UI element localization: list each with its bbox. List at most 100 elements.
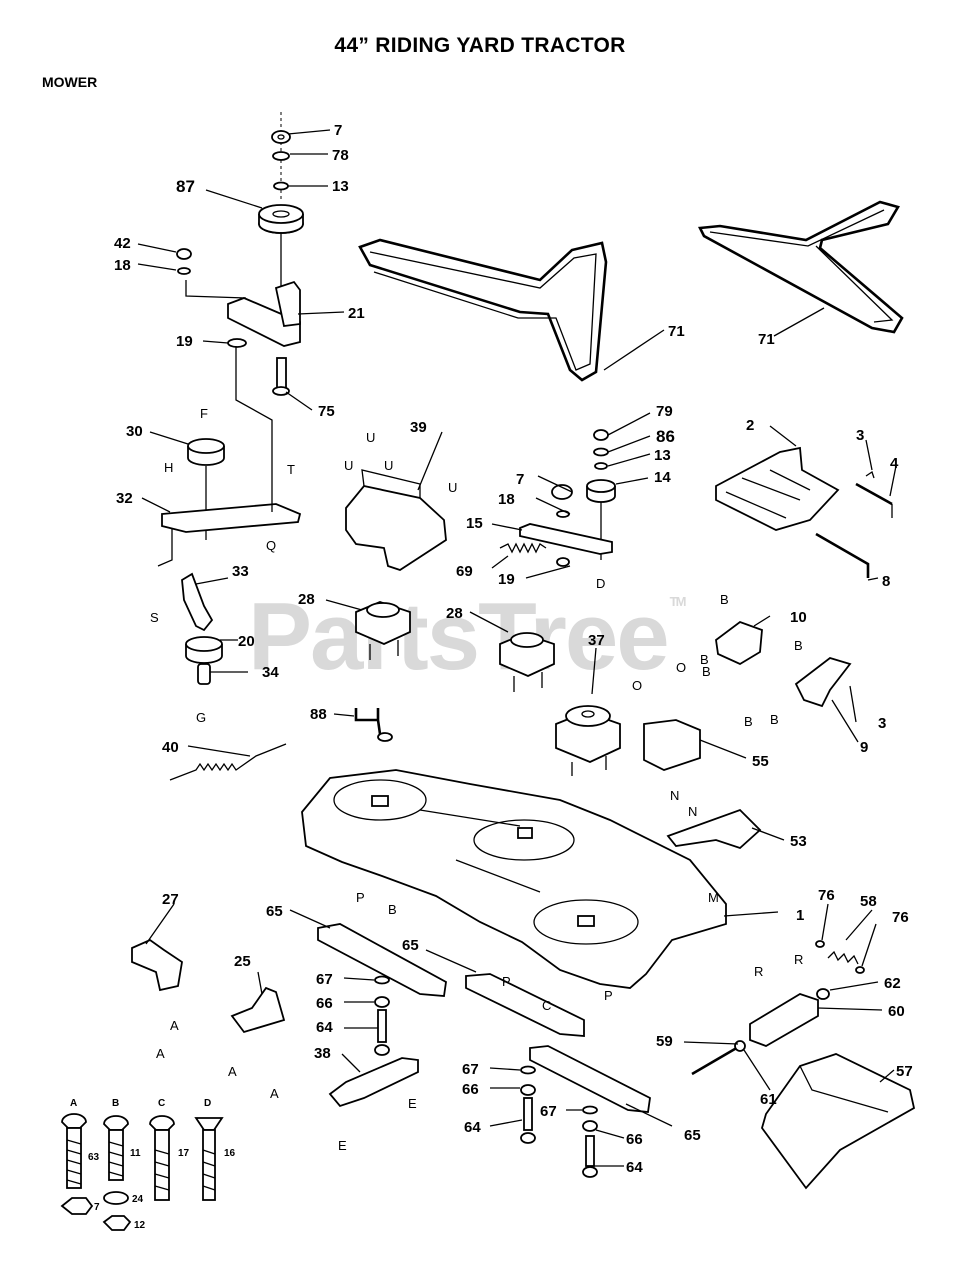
callout-64-center: 64 [464, 1119, 481, 1136]
part-67-washer-drawing [374, 975, 390, 985]
part-25-bracket-drawing [230, 986, 286, 1034]
callout-3-lower: 3 [878, 715, 886, 732]
callout-10: 10 [790, 609, 807, 626]
callout-8: 8 [882, 573, 890, 590]
callout-33: 33 [232, 563, 249, 580]
page-title: 44” RIDING YARD TRACTOR [334, 34, 626, 57]
callout-9: 9 [860, 739, 868, 756]
part-75-bolt-drawing [272, 357, 290, 396]
callout-39: 39 [410, 419, 427, 436]
watermark-trademark: TM [669, 594, 687, 609]
part-19-spacer-drawing [227, 338, 247, 348]
ref-letter-o-2: O [676, 660, 686, 675]
part-38-bracket-drawing [328, 1057, 419, 1108]
ref-letter-r-1: R [754, 964, 763, 979]
callout-53: 53 [790, 833, 807, 850]
part-39-belt-cover-drawing [345, 485, 447, 571]
part-66c-washer-drawing [582, 1120, 598, 1132]
ref-letter-p-3: P [604, 988, 613, 1003]
callout-15: 15 [466, 515, 483, 532]
part-64-bolt-drawing [374, 1009, 390, 1056]
callout-7-right: 7 [516, 471, 524, 488]
ref-letter-b-6: B [702, 664, 711, 679]
part-57-chute-deflector-drawing [761, 1053, 916, 1190]
ref-letter-a-3: A [228, 1064, 237, 1079]
hardware-ref-12: 12 [134, 1220, 146, 1231]
ref-letter-b-4: B [744, 714, 753, 729]
ref-letter-u-2: U [366, 430, 375, 445]
ref-letter-g: G [196, 710, 206, 725]
part-13b-washer-drawing [594, 462, 608, 470]
callout-19: 19 [176, 333, 193, 350]
hardware-key-a-drawing [61, 1113, 87, 1189]
part-71-second-belt-drawing [697, 200, 904, 334]
callout-21: 21 [348, 305, 365, 322]
part-79-nut-drawing [593, 429, 609, 441]
ref-letter-b-3: B [794, 638, 803, 653]
ref-letter-r-2: R [794, 952, 803, 967]
reference-letters: F H T Q S G U U U U D B B B B B B O O N … [150, 406, 803, 1153]
callout-69: 69 [456, 563, 473, 580]
callout-66: 66 [316, 995, 333, 1012]
callout-55: 55 [752, 753, 769, 770]
ref-letter-p-2: P [502, 974, 511, 989]
hardware-key-c: C [158, 1098, 165, 1109]
ref-letter-f: F [200, 406, 208, 421]
callout-65-center: 65 [402, 937, 419, 954]
callout-57: 57 [896, 1063, 913, 1080]
part-28-mandrel-drawing [355, 601, 411, 660]
callout-67-center: 67 [462, 1061, 479, 1078]
part-8-rod-drawing [815, 532, 870, 578]
part-86-washer-drawing [593, 447, 609, 457]
part-66b-washer-drawing [520, 1084, 536, 1096]
ref-letter-u-3: U [384, 458, 393, 473]
part-64b-bolt-drawing [520, 1097, 536, 1144]
part-65c-blade-drawing [529, 1045, 651, 1113]
part-32-bracket-drawing [161, 503, 302, 533]
callout-88: 88 [310, 706, 327, 723]
part-18-washer-drawing [177, 267, 191, 275]
part-3-clip-drawing [865, 470, 875, 479]
part-53-bracket-drawing [666, 808, 762, 850]
callout-28: 28 [298, 591, 315, 608]
ref-letter-m: M [708, 890, 719, 905]
part-65b-blade-drawing [465, 973, 585, 1037]
callout-13-right: 13 [654, 447, 671, 464]
callout-86: 86 [656, 427, 675, 446]
callout-37: 37 [588, 632, 605, 649]
callout-66-right: 66 [626, 1131, 643, 1148]
part-58-spring-drawing [827, 950, 859, 965]
callout-78: 78 [332, 147, 349, 164]
ref-letter-b-1: B [720, 592, 729, 607]
watermark-text: PartsTree [248, 583, 670, 690]
part-66-washer-drawing [374, 996, 390, 1008]
part-76b-clip-drawing [855, 966, 865, 974]
part-67b-washer-drawing [520, 1065, 536, 1075]
hardware-nut-7-drawing [60, 1197, 94, 1215]
hardware-ref-63: 63 [88, 1152, 100, 1163]
part-27-bracket-drawing [131, 938, 183, 992]
hardware-washer-24-drawing [103, 1191, 129, 1205]
leader-lines [137, 129, 897, 1167]
part-13-washer-drawing [273, 181, 289, 191]
ref-letter-a-4: A [270, 1086, 279, 1101]
part-18b-washer-drawing [556, 510, 570, 518]
ref-letter-h: H [164, 460, 173, 475]
ref-letter-u-1: U [344, 458, 353, 473]
part-20-pulley-drawing [185, 636, 223, 664]
part-65-blade-drawing [317, 923, 447, 997]
hardware-key-d-drawing [194, 1117, 224, 1201]
callout-38: 38 [314, 1045, 331, 1062]
ref-letter-n-1: N [670, 788, 679, 803]
callout-2: 2 [746, 417, 754, 434]
ref-letter-d: D [596, 576, 605, 591]
part-14-idler-pulley-drawing [586, 479, 616, 503]
ref-letter-c: C [542, 998, 551, 1013]
part-19b-spacer-drawing [556, 557, 570, 567]
part-37-mandrel-drawing [555, 705, 621, 776]
hardware-ref-24: 24 [132, 1194, 144, 1205]
hardware-key-b-drawing [103, 1115, 129, 1181]
part-76-clip-drawing [815, 940, 825, 948]
ref-letter-a-2: A [156, 1046, 165, 1061]
callout-60: 60 [888, 1003, 905, 1020]
